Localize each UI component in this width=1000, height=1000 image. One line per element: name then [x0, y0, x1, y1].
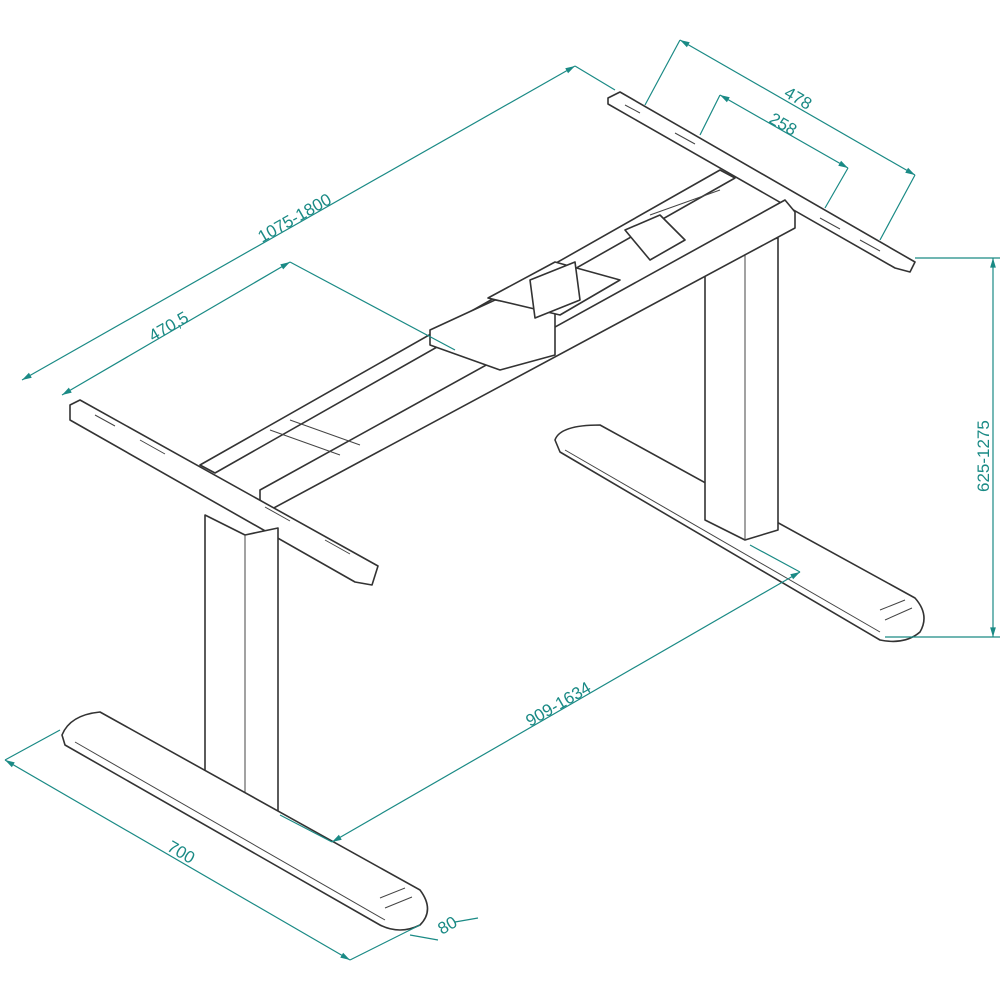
dim-bracket-offset: 470,5 — [146, 308, 192, 346]
dim-bracket-width: 478 — [781, 83, 815, 114]
right-column — [704, 237, 779, 541]
dim-foot-length: 700 — [164, 837, 198, 868]
dimension-lines — [4, 39, 1000, 961]
dim-height: 625-1275 — [974, 420, 993, 492]
dim-frame-length: 1075-1800 — [255, 190, 335, 247]
dim-foot-width: 80 — [435, 913, 461, 939]
dim-hole-spacing: 258 — [766, 109, 800, 140]
dim-feet-span: 909-1634 — [523, 678, 595, 730]
